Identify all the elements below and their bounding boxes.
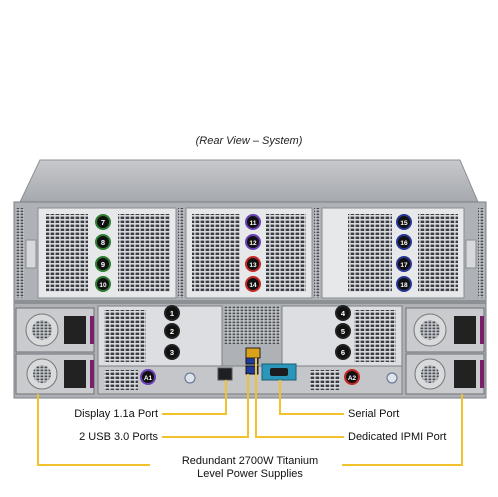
callout-line-psu-left	[37, 394, 150, 466]
power-supplies-label-line2: Level Power Supplies	[197, 468, 303, 480]
callout-line-serial	[279, 380, 344, 415]
display-port-connector	[217, 367, 233, 381]
gpu-bay-right	[321, 207, 477, 299]
callout-line-ipmi	[255, 358, 344, 438]
gpu-slot-badge-16: 16	[396, 234, 412, 250]
pcie-slot-badge-a2-text: A2	[348, 375, 357, 382]
pcie-slot-badge-a2: A2	[344, 369, 360, 385]
gpu-slot-badge-10: 10	[95, 276, 111, 292]
callout-line-psu-right	[342, 394, 463, 466]
callout-lines	[37, 358, 463, 466]
pcie-slot-badge-1-text: 1	[170, 309, 174, 318]
pcie-slot-badge-1: 1	[164, 305, 180, 321]
callout-line-display	[162, 380, 227, 415]
pcie-slot-badge-5: 5	[335, 323, 351, 339]
gpu-slot-badge-15: 15	[396, 214, 412, 230]
gpu-slot-badge-17: 17	[396, 256, 412, 272]
pcie-slot-badge-5-text: 5	[341, 327, 345, 336]
pcie-slot-badge-6: 6	[335, 344, 351, 360]
ipmi-port-label: Dedicated IPMI Port	[348, 431, 447, 443]
gpu-slot-badge-7: 7	[95, 214, 111, 230]
gpu-slot-badge-10-text: 10	[99, 282, 107, 289]
gpu-slot-badge-12: 12	[245, 234, 261, 250]
gpu-slot-badge-14-text: 14	[249, 282, 257, 289]
serial-port-connector	[261, 363, 297, 381]
gpu-slot-badge-8: 8	[95, 234, 111, 250]
gpu-slot-badge-16-text: 16	[400, 240, 408, 247]
pcie-slot-badge-4-text: 4	[341, 309, 346, 318]
power-supplies-label-line1: Redundant 2700W Titanium	[181, 455, 319, 467]
serial-port-label: Serial Port	[348, 408, 400, 420]
pcie-slot-badge-3: 3	[164, 344, 180, 360]
gpu-slot-badge-11: 11	[245, 214, 261, 230]
gpu-slot-badge-17-text: 17	[400, 262, 408, 269]
gpu-slot-badge-9: 9	[95, 256, 111, 272]
psu-top-left	[15, 307, 95, 353]
gpu-slot-badge-8-text: 8	[101, 238, 105, 247]
pcie-slot-badge-3-text: 3	[170, 348, 174, 357]
gpu-slot-badge-14: 14	[245, 276, 261, 292]
usb-ports-label: 2 USB 3.0 Ports	[79, 431, 158, 443]
pcie-slot-badge-2-text: 2	[170, 327, 174, 336]
pcie-slot-badge-a1-text: A1	[144, 375, 153, 382]
pcie-slot-badge-a1: A1	[140, 369, 156, 385]
gpu-slot-badge-11-text: 11	[250, 220, 257, 227]
callout-line-usb	[162, 374, 249, 438]
gpu-slot-badge-13-text: 13	[249, 262, 257, 269]
gpu-slot-badge-7-text: 7	[101, 218, 105, 227]
pcie-slot-badge-6-text: 6	[341, 348, 345, 357]
power-supplies-label: Redundant 2700W Titanium Level Power Sup…	[150, 455, 350, 481]
psu-bottom-left	[15, 353, 95, 395]
pcie-slot-badge-4: 4	[335, 305, 351, 321]
gpu-slot-badge-18: 18	[396, 276, 412, 292]
display-port-label: Display 1.1a Port	[74, 408, 158, 420]
ipmi-port-connector	[245, 347, 261, 359]
pcie-slot-badge-2: 2	[164, 323, 180, 339]
gpu-slot-badge-15-text: 15	[400, 220, 408, 227]
chassis-top	[19, 159, 479, 203]
psu-top-right	[405, 307, 485, 353]
gpu-slot-badge-9-text: 9	[101, 260, 105, 269]
gpu-slot-badge-12-text: 12	[249, 240, 257, 247]
psu-bottom-right	[405, 353, 485, 395]
view-caption: (Rear View – System)	[195, 135, 303, 147]
gpu-slot-badge-18-text: 18	[400, 282, 408, 289]
gpu-slot-badge-13: 13	[245, 256, 261, 272]
